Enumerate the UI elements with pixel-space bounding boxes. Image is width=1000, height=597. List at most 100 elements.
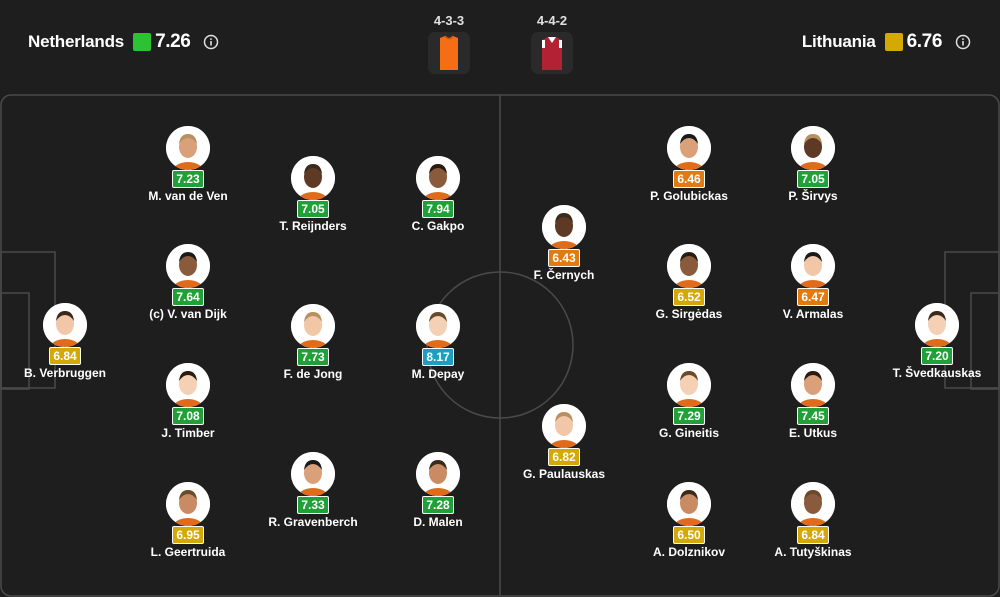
player-rating-badge: 7.28 bbox=[422, 496, 454, 514]
avatar-photo bbox=[542, 404, 586, 448]
home-player-card[interactable]: 7.64(c) V. van Dijk bbox=[138, 244, 238, 321]
player-name: P. Golubickas bbox=[650, 189, 728, 203]
player-name: T. Švedkauskas bbox=[892, 366, 982, 380]
home-formation-label: 4-3-3 bbox=[433, 13, 465, 28]
player-rating-badge: 7.05 bbox=[797, 170, 829, 188]
avatar bbox=[166, 482, 210, 526]
avatar bbox=[291, 304, 335, 348]
avatar-photo bbox=[542, 205, 586, 249]
player-name: B. Verbruggen bbox=[23, 366, 106, 380]
player-rating-badge: 6.43 bbox=[548, 249, 580, 267]
avatar-photo bbox=[291, 156, 335, 200]
player-rating-badge: 7.05 bbox=[297, 200, 329, 218]
avatar bbox=[667, 363, 711, 407]
player-rating-badge: 6.46 bbox=[673, 170, 705, 188]
player-rating-badge: 7.20 bbox=[921, 347, 953, 365]
avatar bbox=[416, 304, 460, 348]
avatar-photo bbox=[667, 126, 711, 170]
avatar bbox=[43, 303, 87, 347]
player-rating-badge: 7.73 bbox=[297, 348, 329, 366]
player-rating-badge: 6.47 bbox=[797, 288, 829, 306]
avatar-photo bbox=[915, 303, 959, 347]
away-formation: 4-4-2 bbox=[522, 12, 582, 74]
player-rating-badge: 7.23 bbox=[172, 170, 204, 188]
avatar-photo bbox=[291, 304, 335, 348]
avatar-photo bbox=[166, 363, 210, 407]
player-name: P. Širvys bbox=[788, 189, 838, 203]
away-team-rating: 6.76 bbox=[906, 31, 943, 52]
player-name: G. Gineitis bbox=[658, 426, 719, 440]
avatar-photo bbox=[166, 244, 210, 288]
avatar bbox=[542, 404, 586, 448]
player-rating-badge: 7.45 bbox=[797, 407, 829, 425]
player-rating-badge: 6.84 bbox=[797, 526, 829, 544]
player-name: J. Timber bbox=[161, 426, 215, 440]
info-circle-icon[interactable] bbox=[955, 34, 971, 50]
avatar-photo bbox=[291, 452, 335, 496]
player-rating-badge: 6.95 bbox=[172, 526, 204, 544]
away-rating-swatch bbox=[884, 33, 903, 51]
avatar-photo bbox=[791, 244, 835, 288]
home-team-name: Netherlands bbox=[28, 32, 125, 51]
info-circle-icon[interactable] bbox=[203, 34, 219, 50]
avatar-photo bbox=[791, 126, 835, 170]
player-rating-badge: 7.08 bbox=[172, 407, 204, 425]
player-name: L. Geertruida bbox=[150, 545, 226, 559]
player-name: A. Dolznikov bbox=[652, 545, 725, 559]
player-name: D. Malen bbox=[413, 515, 463, 529]
away-team: Lithuania 6.76 bbox=[802, 28, 971, 56]
player-name: A. Tutyškinas bbox=[774, 545, 852, 559]
avatar-photo bbox=[416, 304, 460, 348]
avatar bbox=[542, 205, 586, 249]
avatar-photo bbox=[43, 303, 87, 347]
player-name: V. Armalas bbox=[782, 307, 844, 321]
avatar-photo bbox=[416, 452, 460, 496]
player-name: (c) V. van Dijk bbox=[149, 307, 227, 321]
player-name: E. Utkus bbox=[788, 426, 837, 440]
home-team-rating: 7.26 bbox=[155, 31, 191, 52]
player-rating-badge: 6.52 bbox=[673, 288, 705, 306]
avatar-photo bbox=[791, 363, 835, 407]
avatar bbox=[667, 244, 711, 288]
avatar bbox=[291, 156, 335, 200]
player-rating-badge: 6.84 bbox=[49, 347, 81, 365]
avatar bbox=[166, 244, 210, 288]
avatar bbox=[791, 482, 835, 526]
avatar bbox=[291, 452, 335, 496]
avatar-photo bbox=[166, 482, 210, 526]
avatar-photo bbox=[791, 482, 835, 526]
avatar bbox=[166, 363, 210, 407]
avatar-photo bbox=[667, 244, 711, 288]
player-name: F. Černych bbox=[533, 268, 595, 282]
avatar-photo bbox=[166, 126, 210, 170]
player-rating-badge: 7.33 bbox=[297, 496, 329, 514]
home-kit-icon bbox=[428, 32, 470, 74]
player-rating-badge: 6.50 bbox=[673, 526, 705, 544]
avatar bbox=[915, 303, 959, 347]
avatar bbox=[667, 482, 711, 526]
avatar-photo bbox=[416, 156, 460, 200]
avatar bbox=[416, 452, 460, 496]
